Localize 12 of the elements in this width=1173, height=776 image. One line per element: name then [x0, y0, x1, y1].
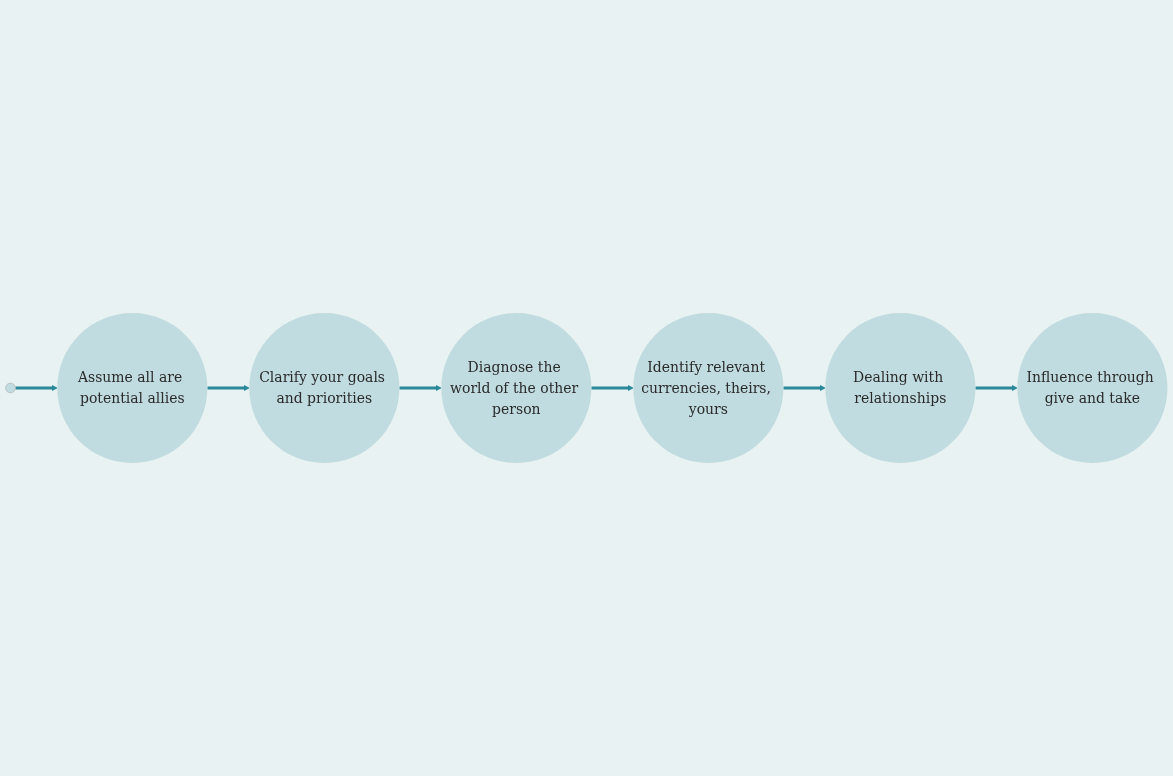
- arrow: [399, 384, 442, 392]
- step-circle: Assume all are potential allies: [57, 312, 208, 464]
- arrow: [783, 384, 826, 392]
- arrow: [975, 384, 1018, 392]
- step-circle: Diagnose the world of the other person: [441, 312, 592, 464]
- step-circle: Dealing with relationships: [825, 312, 976, 464]
- step-circle: Clarify your goals and priorities: [249, 312, 400, 464]
- step-circle: Influence through give and take: [1017, 312, 1168, 464]
- arrow: [207, 384, 250, 392]
- arrow: [591, 384, 634, 392]
- arrow: [15, 384, 58, 392]
- step-circle: Identify relevant currencies, theirs, yours: [633, 312, 784, 464]
